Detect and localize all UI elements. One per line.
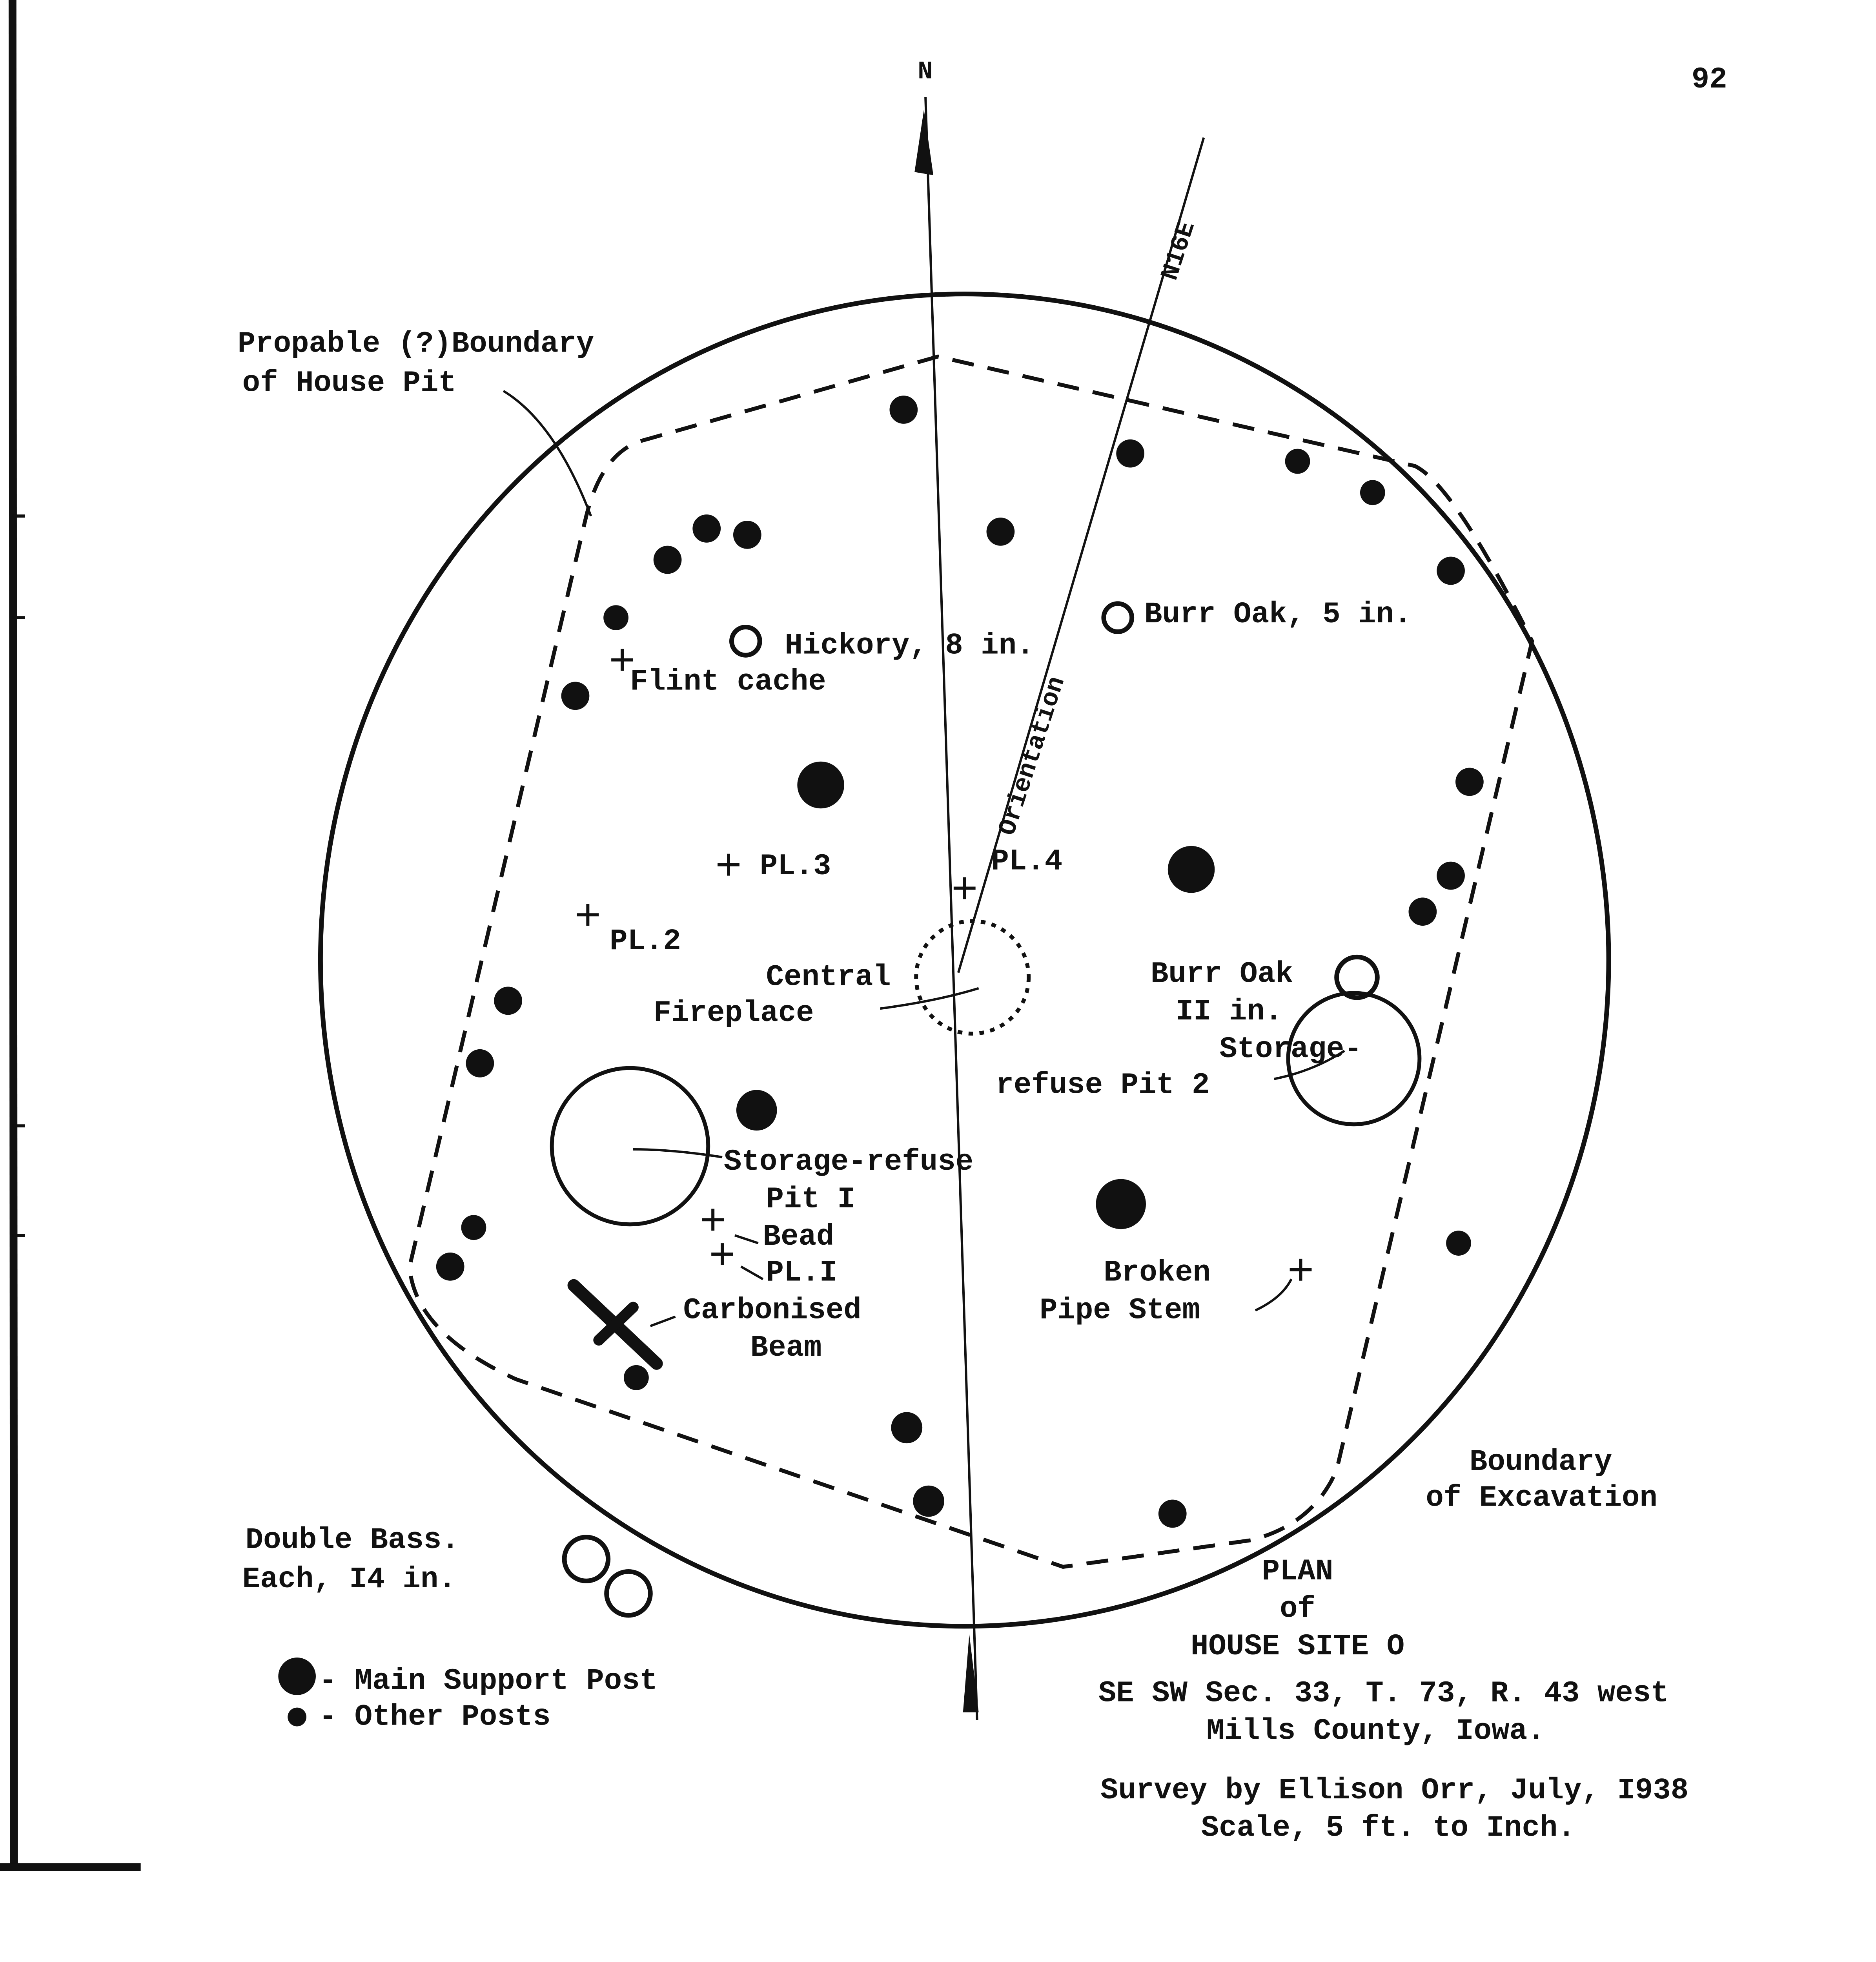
label-pit1: Storage-refuse [724,1145,973,1179]
label-excavation: of Excavation [1426,1481,1657,1515]
carbonised-beam [567,1279,663,1370]
house-site-plan: 92 N N16E Orientation [0,0,1727,1871]
label-beam: Beam [750,1331,822,1365]
label-pit-boundary: Propable (?)Boundary [238,327,594,361]
main-support-posts [736,761,1215,1229]
label-pit2: Storage- [1219,1032,1362,1066]
label-burr-oak-11: II in. [1176,995,1283,1028]
title-block: PLAN of HOUSE SITE O SE SW Sec. 33, T. 7… [1098,1555,1688,1845]
label-pit2: refuse Pit 2 [996,1069,1209,1102]
trees [562,601,1380,1618]
label-double-bass: Each, I4 in. [242,1563,456,1596]
north-arrow: N [914,58,979,1720]
other-posts [436,396,1484,1528]
margin-rule [0,0,141,1871]
find-markers [577,649,1312,1281]
label-pl1: PL.I [766,1256,838,1290]
central-fireplace [914,919,1031,1036]
burr-oak-tree-11in [1334,954,1380,1000]
storage-pit-1 [550,1066,710,1227]
title-line: Mills County, Iowa. [1206,1714,1545,1748]
label-pit1: Pit I [766,1182,855,1216]
north-label: N [918,58,933,86]
label-pipe-stem: Pipe Stem [1040,1293,1200,1327]
legend-main-post: - Main Support Post [319,1664,658,1698]
double-bass-tree [562,1535,611,1583]
label-carbonised: Carbonised [683,1293,861,1327]
label-bead: Bead [763,1220,834,1254]
legend-other-post-symbol [288,1707,307,1727]
label-pl4: PL.4 [991,845,1062,879]
leader-arrows [503,390,1345,1327]
label-hickory: Hickory, 8 in. [785,629,1034,663]
title-line: of [1280,1592,1315,1626]
label-burr-oak-11: Burr Oak [1151,957,1293,991]
label-burr-oak-5: Burr Oak, 5 in. [1144,598,1412,631]
legend-main-post-symbol [278,1657,316,1695]
bearing-label: N16E [1156,218,1202,284]
title-line: PLAN [1262,1555,1333,1588]
title-line: Scale, 5 ft. to Inch. [1201,1811,1575,1845]
label-pl3: PL.3 [760,850,831,883]
label-double-bass: Double Bass. [246,1523,459,1557]
label-pit-boundary: of House Pit [242,366,456,400]
legend: - Main Support Post - Other Posts [278,1657,658,1734]
double-bass-tree [604,1569,653,1618]
label-central: Central [766,961,891,994]
label-excavation: Boundary [1470,1445,1612,1479]
page-number: 92 [1692,63,1727,97]
label-broken: Broken [1104,1256,1211,1290]
label-pl2: PL.2 [610,924,681,958]
excavation-boundary [318,292,1611,1629]
burr-oak-tree-5in [1101,601,1135,634]
title-line: Survey by Ellison Orr, July, I938 [1100,1774,1688,1807]
title-line: HOUSE SITE O [1191,1630,1404,1663]
orientation-label: Orientation [994,673,1072,839]
storage-pit-2 [1286,991,1422,1127]
map-labels: Propable (?)Boundary of House Pit Hickor… [238,327,1657,1596]
hickory-tree [729,625,762,658]
title-line: SE SW Sec. 33, T. 73, R. 43 west [1098,1677,1669,1710]
legend-other-posts: - Other Posts [319,1700,551,1734]
house-pit-boundary [408,354,1534,1569]
label-fireplace: Fireplace [654,996,814,1030]
label-flint-cache: Flint cache [630,665,826,698]
